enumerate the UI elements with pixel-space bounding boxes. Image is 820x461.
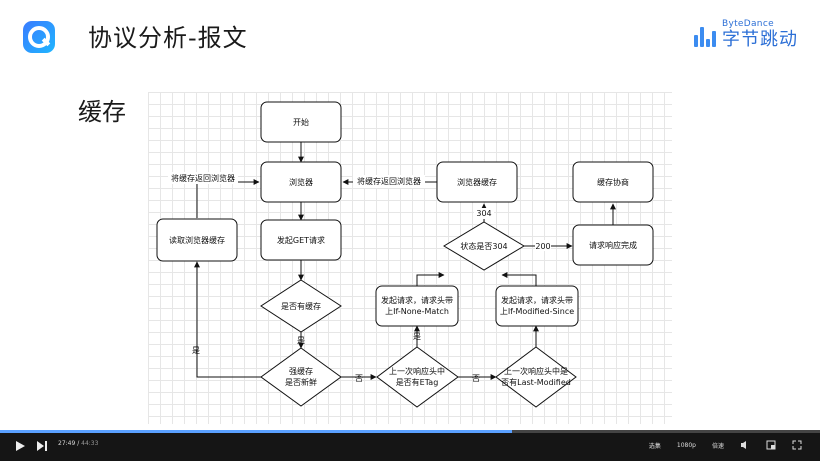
- label-req-inm-2: 上If-None-Match: [385, 307, 449, 316]
- node-browser: [260, 161, 342, 203]
- video-player-bar: 27:49 / 44:33 选集 1080p 倍速: [0, 430, 820, 461]
- node-resp-done: [572, 224, 654, 266]
- page-title: 协议分析-报文: [88, 24, 248, 52]
- edge-label-no-fresh: 否: [355, 374, 363, 383]
- label-etag-2: 是否有ETag: [396, 377, 439, 387]
- flowchart-svg: 开始 浏览器 发起GET请求 是否有缓存 强缓存 是否新鲜 读取浏览器缓存 上一…: [156, 101, 654, 408]
- label-strong-cache-2: 是否新鲜: [285, 377, 317, 387]
- current-time: 27:49: [58, 440, 76, 447]
- subtitle-button[interactable]: 选集: [648, 442, 661, 450]
- edge-label-304: 304: [476, 209, 491, 218]
- node-req-inm: [375, 285, 459, 327]
- label-req-ims-1: 发起请求，请求头带: [501, 295, 573, 305]
- progress-bar[interactable]: [0, 430, 820, 433]
- slide: 协议分析-报文 ByteDance 字节跳动 缓存: [23, 19, 798, 424]
- label-status-304: 状态是否304: [460, 241, 507, 251]
- node-start: [260, 101, 342, 143]
- node-negotiate: [572, 161, 654, 203]
- node-has-cache: [260, 279, 342, 333]
- brand-bars-icon: [694, 23, 716, 47]
- edge-ims-304: [501, 272, 537, 286]
- edge-readcache-browser: [196, 179, 260, 218]
- label-start: 开始: [293, 117, 309, 127]
- play-icon[interactable]: [14, 440, 26, 452]
- node-lastmod-check: [495, 346, 577, 408]
- label-lastmod-1: 上一次响应头中是: [504, 366, 568, 376]
- pip-icon[interactable]: [766, 440, 776, 450]
- edge-label-return-mid: 将缓存返回浏览器: [357, 176, 421, 186]
- label-browser: 浏览器: [289, 177, 313, 187]
- volume-icon[interactable]: [740, 440, 750, 450]
- edge-strong-readcache: [194, 261, 261, 378]
- label-req-ims-2: 上If-Modified-Since: [500, 307, 574, 316]
- label-read-cache: 读取浏览器缓存: [169, 235, 225, 245]
- node-read-cache: [156, 218, 238, 262]
- label-lastmod-2: 否有Last-Modified: [501, 377, 571, 387]
- brand-name-cn: 字节跳动: [722, 29, 798, 50]
- label-strong-cache-1: 强缓存: [289, 366, 313, 376]
- node-send-get: [260, 219, 342, 261]
- edge-label-no-etag: 否: [472, 374, 480, 383]
- cache-flowchart: 开始 浏览器 发起GET请求 是否有缓存 强缓存 是否新鲜 读取浏览器缓存 上一…: [148, 92, 672, 424]
- edge-label-yes-etag: 是: [413, 332, 421, 341]
- label-etag-1: 上一次响应头中: [389, 366, 445, 376]
- bytedance-logo: ByteDance 字节跳动: [694, 20, 798, 49]
- label-resp-done: 请求响应完成: [589, 240, 637, 250]
- section-title: 缓存: [78, 98, 126, 126]
- label-negotiate: 缓存协商: [597, 177, 629, 187]
- node-strong-cache: [260, 347, 342, 407]
- label-browser-cache: 浏览器缓存: [457, 177, 497, 187]
- progress-fill: [0, 430, 513, 433]
- edge-label-yes-fresh: 是: [192, 346, 200, 355]
- edge-label-yes-has-cache: 是: [297, 336, 305, 345]
- speed-button[interactable]: 倍速: [711, 442, 724, 450]
- node-req-ims: [495, 285, 579, 327]
- edge-label-200: 200: [535, 242, 550, 251]
- label-has-cache: 是否有缓存: [281, 301, 321, 311]
- total-time: 44:33: [81, 440, 99, 447]
- node-status-304: [443, 221, 525, 271]
- app-logo-icon: [23, 21, 55, 53]
- quality-button[interactable]: 1080p: [676, 441, 696, 449]
- label-send-get: 发起GET请求: [277, 235, 325, 245]
- label-req-inm-1: 发起请求，请求头带: [381, 295, 453, 305]
- time-display: 27:49 / 44:33: [58, 440, 99, 447]
- edge-inm-304: [416, 272, 445, 286]
- brand-name-en: ByteDance: [722, 19, 774, 29]
- fullscreen-icon[interactable]: [792, 440, 802, 450]
- next-icon[interactable]: [36, 440, 48, 452]
- node-browser-cache: [436, 161, 518, 203]
- edge-label-return-left: 将缓存返回浏览器: [171, 173, 235, 183]
- node-etag-check: [376, 346, 459, 408]
